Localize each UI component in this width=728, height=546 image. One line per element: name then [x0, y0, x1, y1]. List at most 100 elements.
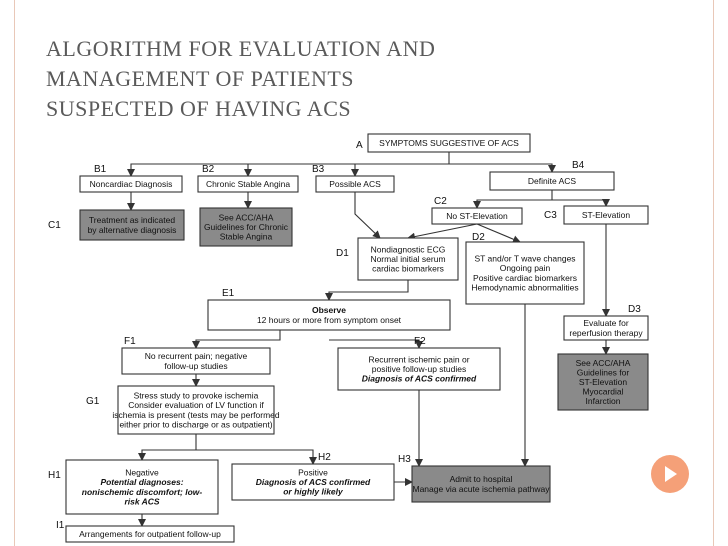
- right-border-line: [713, 0, 714, 546]
- node-box: [121, 347, 271, 375]
- title-line-2: MANAGEMENT OF PATIENTS: [46, 66, 355, 91]
- node-text: Diagnosis of ACS confirmed: [362, 374, 477, 384]
- node-text: Definite ACS: [528, 176, 577, 186]
- flowchart-nodes: SYMPTOMS SUGGESTIVE OF ACS A Noncardiac Di…: [48, 133, 649, 543]
- node-text: 12 hours or more from symptom onset: [257, 315, 402, 325]
- node-text: reperfusion therapy: [569, 328, 643, 338]
- connector-arrow: [449, 163, 556, 173]
- slide-title: ALGORITHM FOR EVALUATION AND MANAGEMENT …: [46, 34, 606, 124]
- connector-arrow: [127, 152, 450, 177]
- node-box: [465, 241, 585, 305]
- node-text: Noncardiac Diagnosis: [90, 179, 173, 189]
- node-box: [65, 459, 219, 515]
- connector-arrow: [354, 192, 381, 239]
- node-code-label: H1: [48, 470, 61, 481]
- node-text: No ST-Elevation: [446, 211, 508, 221]
- node-text: follow-up studies: [164, 361, 227, 371]
- node-c3: ST-Elevation C3: [544, 205, 649, 225]
- node-code-label: G1: [86, 396, 100, 407]
- node-box: [315, 175, 395, 193]
- node-box: [367, 133, 531, 153]
- node-text: nonischemic discomfort; low-: [82, 487, 203, 497]
- node-text: ischemia is present (tests may be perfor…: [112, 410, 280, 420]
- node-text: See ACC/AHA: [576, 358, 631, 368]
- node-text: ST and/or T wave changes: [474, 254, 575, 264]
- node-text: by alternative diagnosis: [88, 225, 177, 235]
- connector-arrow: [329, 339, 423, 349]
- node-code-label: I1: [56, 520, 65, 531]
- node-text: Negative: [125, 468, 159, 478]
- node-text: cardiac biomarkers: [372, 264, 444, 274]
- node-text: Stable Angina: [220, 232, 273, 242]
- node-text: risk ACS: [124, 496, 159, 506]
- node-code-label: B3: [312, 164, 325, 175]
- node-code-label: F1: [124, 336, 136, 347]
- node-text: Normal initial serum: [370, 254, 445, 264]
- node-code-label: E1: [222, 288, 235, 299]
- node-text: SYMPTOMS SUGGESTIVE OF ACS: [379, 138, 519, 148]
- node-code-label: C1: [48, 220, 61, 231]
- connector-arrow: [473, 190, 553, 209]
- node-text: Guidelines for Chronic: [204, 222, 289, 232]
- node-code-label: B2: [202, 164, 215, 175]
- flowchart-connectors: [127, 152, 610, 527]
- node-code-label: C3: [544, 210, 557, 221]
- node-box: [431, 207, 523, 225]
- next-slide-button[interactable]: [651, 455, 689, 493]
- left-border-line: [14, 0, 15, 546]
- connector-arrow: [192, 330, 281, 349]
- node-text: Evaluate for: [583, 318, 629, 328]
- node-b2: Chronic Stable Angina B2: [197, 164, 299, 193]
- node-code-label: D1: [336, 248, 349, 259]
- node-box: [231, 463, 395, 501]
- node-box: [411, 465, 551, 503]
- node-text: No recurrent pain; negative: [145, 351, 248, 361]
- node-text: positive follow-up studies: [372, 364, 467, 374]
- node-text: Positive: [298, 467, 328, 477]
- node-text: Stress study to provoke ischemia: [134, 391, 259, 401]
- node-text: Consider evaluation of LV function if: [128, 400, 264, 410]
- node-text: Ongoing pain: [500, 263, 551, 273]
- title-line-3: SUSPECTED OF HAVING ACS: [46, 96, 352, 121]
- node-text: Hemodynamic abnormalities: [471, 282, 578, 292]
- node-text: See ACC/AHA: [219, 212, 274, 222]
- node-box: [65, 525, 235, 543]
- node-text: Possible ACS: [329, 179, 381, 189]
- node-text: Observe: [312, 305, 346, 315]
- node-text: Chronic Stable Angina: [206, 179, 290, 189]
- node-text: Recurrent ischemic pain or: [368, 354, 469, 364]
- node-box: [563, 315, 649, 341]
- node-box: [207, 299, 451, 331]
- node-text: Positive cardiac biomarkers: [473, 273, 577, 283]
- node-text: Guidelines for: [577, 367, 630, 377]
- node-text: ST-Elevation: [582, 210, 630, 220]
- node-text: Treatment as indicated: [89, 215, 175, 225]
- connector-arrow: [138, 434, 197, 461]
- node-a: SYMPTOMS SUGGESTIVE OF ACS A: [356, 133, 531, 153]
- node-text: or highly likely: [283, 487, 344, 497]
- node-code-label: A: [356, 140, 363, 151]
- node-code-label: H2: [318, 452, 331, 463]
- connector-arrow: [196, 449, 317, 465]
- node-box: [489, 171, 615, 191]
- node-text: Myocardial: [582, 387, 623, 397]
- node-text: Admit to hospital: [450, 474, 513, 484]
- connector-arrow: [407, 223, 478, 241]
- node-g1: Stress study to provoke ischemiaConsider…: [86, 385, 280, 435]
- node-text: Manage via acute ischemia pathway: [412, 484, 550, 494]
- node-box: [357, 237, 459, 281]
- connector-arrow: [552, 199, 610, 207]
- node-text: Diagnosis of ACS confirmed: [256, 477, 371, 487]
- node-box: [197, 175, 299, 193]
